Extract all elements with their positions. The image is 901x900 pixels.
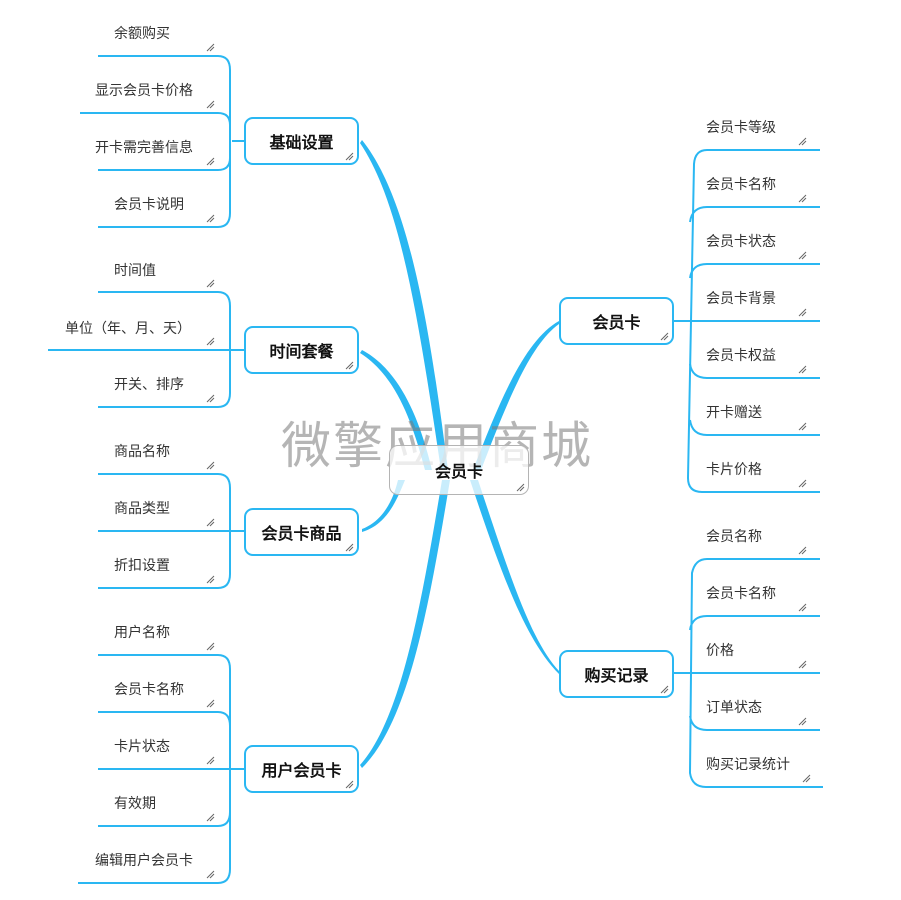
resize-grip-icon[interactable] xyxy=(345,780,354,789)
root-node[interactable]: 会员卡 xyxy=(389,445,529,495)
leaf-node[interactable]: 开关、排序 xyxy=(114,377,184,393)
leaf-node[interactable]: 余额购买 xyxy=(114,26,170,42)
branch-node-purchase-records[interactable]: 购买记录 xyxy=(559,650,674,698)
branch-label: 用户会员卡 xyxy=(261,761,342,780)
leaf-node[interactable]: 编辑用户会员卡 xyxy=(95,853,193,869)
resize-grip-icon[interactable] xyxy=(660,332,669,341)
leaf-node[interactable]: 会员卡说明 xyxy=(114,197,184,213)
leaf-node[interactable]: 卡片状态 xyxy=(114,739,170,755)
leaf-node[interactable]: 会员卡权益 xyxy=(706,348,776,364)
leaf-node[interactable]: 时间值 xyxy=(114,263,156,279)
leaf-node[interactable]: 开卡赠送 xyxy=(706,405,762,421)
leaf-node[interactable]: 开卡需完善信息 xyxy=(95,140,193,156)
leaf-node[interactable]: 折扣设置 xyxy=(114,558,170,574)
branch-node-user-card[interactable]: 用户会员卡 xyxy=(244,745,359,793)
leaf-node[interactable]: 有效期 xyxy=(114,796,156,812)
leaf-node[interactable]: 会员卡状态 xyxy=(706,234,776,250)
branch-label: 购买记录 xyxy=(584,666,649,685)
leaf-node[interactable]: 单位（年、月、天） xyxy=(65,321,191,337)
resize-grip-icon[interactable] xyxy=(516,483,525,492)
branch-label: 会员卡 xyxy=(592,313,641,332)
leaf-node[interactable]: 用户名称 xyxy=(114,625,170,641)
branch-node-member-card[interactable]: 会员卡 xyxy=(559,297,674,345)
leaf-node[interactable]: 会员卡等级 xyxy=(706,120,776,136)
branch-label: 会员卡商品 xyxy=(261,524,342,543)
root-label: 会员卡 xyxy=(434,462,483,481)
leaf-node[interactable]: 价格 xyxy=(706,643,734,659)
branch-node-time-package[interactable]: 时间套餐 xyxy=(244,326,359,374)
leaf-node[interactable]: 订单状态 xyxy=(706,700,762,716)
leaf-node[interactable]: 会员卡名称 xyxy=(706,586,776,602)
branch-node-basic-settings[interactable]: 基础设置 xyxy=(244,117,359,165)
leaf-node[interactable]: 会员名称 xyxy=(706,529,762,545)
resize-grip-icon[interactable] xyxy=(660,685,669,694)
branch-label: 时间套餐 xyxy=(269,342,334,361)
resize-grip-icon[interactable] xyxy=(345,361,354,370)
leaf-node[interactable]: 显示会员卡价格 xyxy=(95,83,193,99)
leaf-node[interactable]: 卡片价格 xyxy=(706,462,762,478)
branch-node-card-goods[interactable]: 会员卡商品 xyxy=(244,508,359,556)
leaf-node[interactable]: 购买记录统计 xyxy=(706,757,790,773)
leaf-node[interactable]: 会员卡背景 xyxy=(706,291,776,307)
leaf-node[interactable]: 商品名称 xyxy=(114,444,170,460)
resize-grip-icon[interactable] xyxy=(345,543,354,552)
branch-label: 基础设置 xyxy=(269,133,334,152)
leaf-node[interactable]: 会员卡名称 xyxy=(706,177,776,193)
leaf-node[interactable]: 会员卡名称 xyxy=(114,682,184,698)
resize-grip-icon[interactable] xyxy=(345,152,354,161)
leaf-node[interactable]: 商品类型 xyxy=(114,501,170,517)
